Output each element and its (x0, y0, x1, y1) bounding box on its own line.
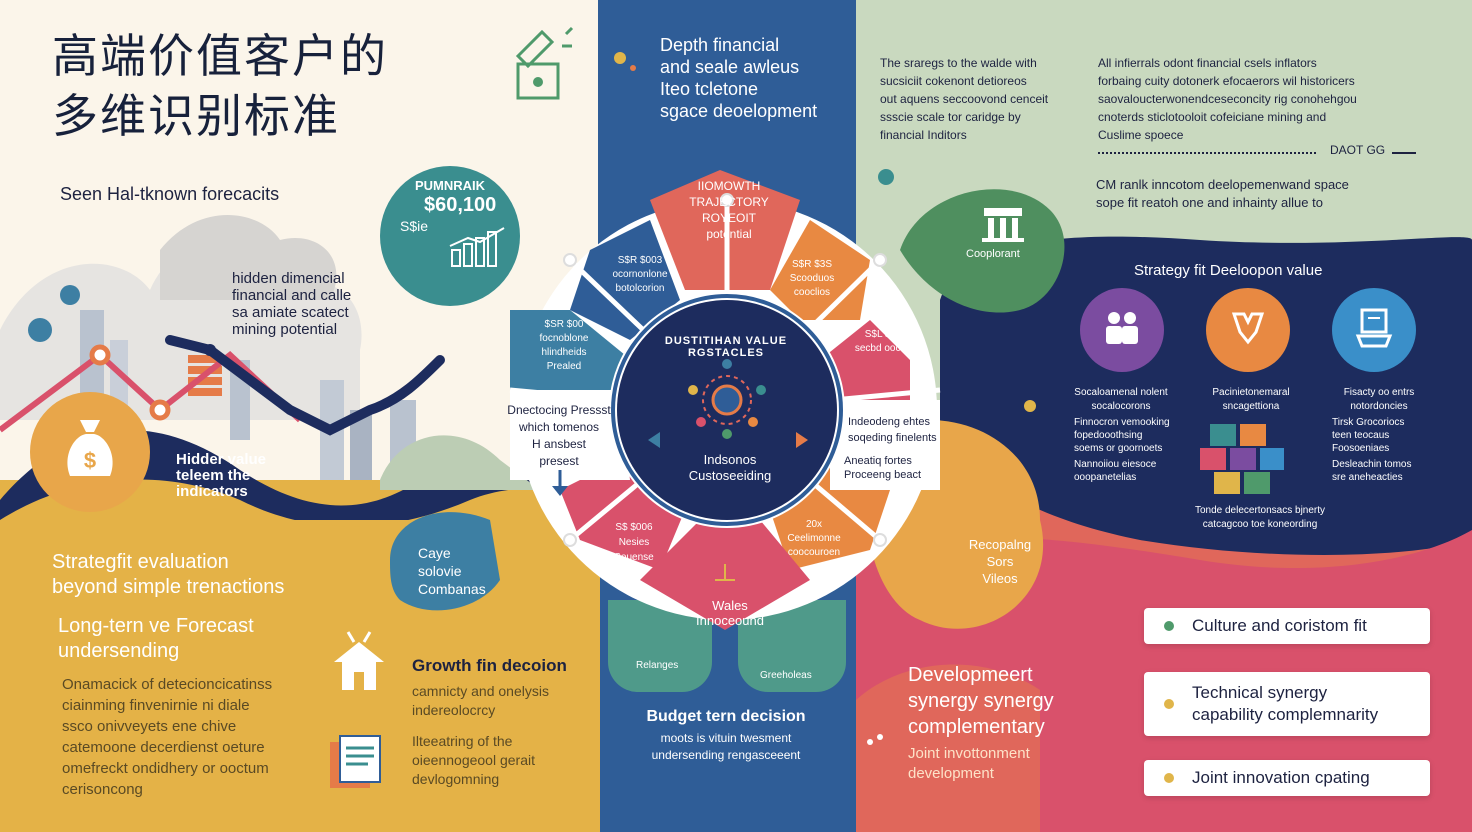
long-term-heading: Long-tern ve Forecast undersending (58, 615, 254, 662)
value-bubble-label: PUMNRAIK (414, 178, 486, 193)
component-label: Cooplorant (966, 248, 1020, 260)
icon2-label: Pacinietonemaral sncagettiona (1212, 387, 1290, 412)
card-bullet (1164, 621, 1174, 631)
date-label: DAOT GG (1330, 143, 1386, 157)
hub-subtitle: Indsonos Custoseeiding (688, 452, 772, 483)
petal-upper-left-text: S$R $003 ocornonlone botolcorion (612, 255, 668, 294)
strategy-fit-heading: Strategfit evaluation beyond simple tren… (52, 551, 285, 598)
hidden-value-label: Hidder value teleem the indicators (176, 451, 267, 500)
col3-text: Tirsk Grocoriocs teen teocaus Foosoeniae… (1332, 417, 1405, 454)
document-icon (330, 735, 381, 788)
technical-synergy-label: Technical synergy capability complemnari… (1192, 683, 1379, 724)
culture-fit-card: Culture and coristom fit (1144, 608, 1430, 644)
svg-text:$: $ (84, 448, 96, 473)
right-top-text-3: CM ranlk inncotom deelopemenwand space s… (1096, 177, 1349, 210)
left-mid-panel-text: Dnectocing Pressst which tomenos H ansbe… (507, 403, 611, 468)
dotted-divider (1098, 152, 1316, 154)
right-mid-panel-text: Indeodeng ehtes soqeding finelents (848, 416, 937, 444)
value-wheel (509, 170, 941, 630)
budget-decision-title: Budget tern decision (646, 708, 806, 725)
date-rule (1392, 152, 1416, 154)
puzzle-cluster-icon (1200, 424, 1284, 494)
left-subtitle: Seen Hal-tknown forecacits (60, 184, 280, 204)
card-bullet (1164, 699, 1174, 709)
people-icon (1106, 312, 1138, 344)
col1-text: Finnocron vemooking fopedooothsing soems… (1074, 417, 1170, 454)
petal-upper-right-text: S$R $3S Scooduos cooclios (789, 259, 835, 298)
joint-innovation-label: Joint innovation cpating (1192, 768, 1370, 787)
petal-bottom-text: Wales Innoceound (696, 598, 764, 628)
icon1-label: Socaloamenal nolent socalocorons (1074, 387, 1168, 412)
icon3-label: Fisacty oo entrs notordoncies (1343, 387, 1415, 412)
synergy-subtitle: Joint invottonment development (908, 745, 1030, 782)
bottom-left-tab-label: Relanges (636, 660, 679, 671)
hidden-dimension-text: hidden dimencial financial and calle sa … (232, 270, 352, 338)
page-title: 高端价值客户的 多维识别标准 (52, 26, 388, 146)
petal-right-text: S$L $000 secbd ooceeg (854, 329, 918, 354)
hub-title: DUSTITIHAN VALUE RGSTACLES (664, 335, 788, 359)
handshake-badge (1206, 288, 1290, 372)
right-lobe-text: Recopalng Sors Vileos (968, 537, 1032, 586)
house-growth-icon (334, 631, 384, 690)
left-lobe-text: Caye solovie Combanas (418, 545, 486, 597)
left-paragraph: Onamacick of detecioncicatinss ciainming… (62, 676, 273, 798)
petal-top-text: IIOMOWTH TRAJECTORY ROYEOIT potential (689, 179, 769, 241)
value-bubble-amount: $60,100 (424, 194, 497, 216)
strategy-panel-title: Strategy fit Deeloopon value (1134, 262, 1323, 279)
device-badge (1332, 288, 1416, 372)
petal-left-text: $SR $00 focnoblone hlindheids Prealed (539, 319, 589, 372)
building-icon (982, 208, 1024, 242)
petal-lower-right-text: 20x Ceelimonne coocouroen (787, 519, 841, 558)
growth-decision-text-2: Ilteeatring of the oieennogeool gerait d… (412, 733, 535, 787)
synergy-title: Developmeert synergy synergy complementa… (908, 664, 1054, 738)
growth-chart-icon (515, 26, 574, 100)
petal-lower-left-text: S$ $006 Nesies Souense (614, 522, 654, 563)
value-bubble-sub: S$ie (400, 218, 429, 234)
col3-text-2: Desleachin tomos sre aneheacties (1332, 459, 1412, 483)
title-line-1: 高端价值客户的 (52, 29, 388, 83)
left-lobe (390, 512, 500, 611)
col1-text-2: Nannoiiou eiesoce ooopanetelias (1074, 459, 1157, 483)
money-bag-icon: $ (67, 420, 113, 476)
bottom-right-tab-label: Greeholeas (760, 670, 812, 681)
right-top-text-2: All infierrals odont financial csels inf… (1098, 56, 1357, 142)
right-mid-panel-text-2: Aneatiq fortes Proceeng beact (844, 455, 922, 481)
title-line-2: 多维识别标准 (52, 89, 340, 143)
device-icon (1355, 308, 1393, 348)
joint-innovation-card: Joint innovation cpating (1144, 760, 1430, 796)
card-bullet (1164, 773, 1174, 783)
growth-decision-text: camnicty and onelysis indereolocrcy (412, 683, 549, 718)
growth-decision-title: Growth fin decoion (412, 656, 567, 675)
budget-decision-text: moots is vituin twesment undersending re… (651, 731, 801, 762)
panel-bottom-text: Tonde delecertonsacs bjnerty catcagcoo t… (1194, 505, 1326, 530)
center-top-heading: Depth financial and seale awleus Iteo tc… (660, 35, 818, 121)
technical-synergy-card: Technical synergy capability complemnari… (1144, 672, 1430, 736)
handshake-icon (1231, 312, 1265, 345)
bar-chart-icon (449, 227, 505, 267)
right-top-text-1: The sraregs to the walde with sucsiciit … (880, 56, 1049, 142)
culture-fit-label: Culture and coristom fit (1192, 616, 1367, 635)
